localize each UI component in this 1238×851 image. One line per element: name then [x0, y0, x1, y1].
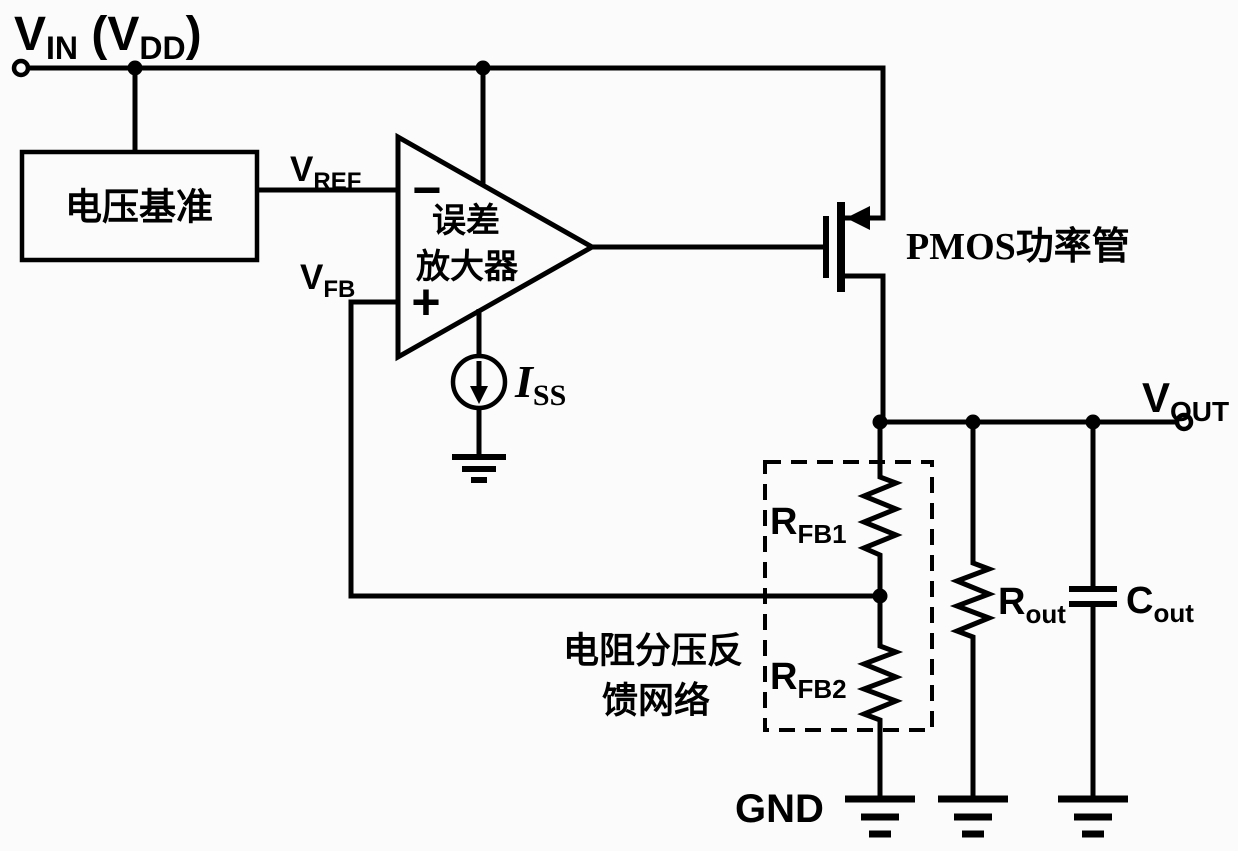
voltage-reference-label: 电压基准 — [65, 187, 213, 228]
rfb2-label: RFB2 — [770, 656, 847, 704]
feedback-network-label-line1: 电阻分压反 — [563, 630, 743, 671]
feedback-network-dashed-box — [763, 460, 934, 732]
junction-dot-vdd-ref — [127, 60, 143, 76]
ground-symbol-rout — [938, 799, 1008, 834]
vin-terminal — [11, 58, 31, 78]
pmos-drain-wire — [845, 273, 886, 422]
ground-symbol-cout — [1058, 799, 1128, 834]
vref-label: VREF — [290, 150, 361, 195]
vout-label: VOUT — [1142, 374, 1229, 427]
vin-label: VIN (VDD) — [14, 8, 202, 66]
feedback-loop-wire — [348, 299, 880, 599]
vout-terminal — [1174, 412, 1194, 432]
junction-dot-vout-drain — [872, 414, 888, 430]
rout-label: Rout — [998, 581, 1066, 629]
cout-label: Cout — [1126, 580, 1194, 628]
feedback-network-label-line2: 馈网络 — [602, 680, 710, 721]
vfb-label: VFB — [300, 258, 355, 303]
junction-dot-vdd-amp — [475, 60, 491, 76]
junction-dot-vout-rout — [965, 414, 981, 430]
rfb1-label: RFB1 — [770, 501, 847, 549]
amp-plus-input: + — [411, 274, 440, 330]
pmos-label: PMOS功率管 — [906, 226, 1130, 268]
amp-minus-input: − — [412, 162, 441, 218]
voltage-reference-box — [19, 149, 260, 263]
rout-resistor — [949, 420, 997, 799]
gnd-label: GND — [735, 787, 824, 831]
error-amp-label-line2: 放大器 — [416, 248, 519, 286]
rfb1-resistor — [857, 420, 903, 598]
ground-symbol-iss — [452, 457, 506, 480]
current-source-arrowhead-icon — [470, 386, 488, 404]
pmos-source-arrow-icon — [846, 206, 870, 230]
error-amp-label-line1: 误差 — [432, 202, 500, 240]
ground-symbol-rfb2 — [845, 799, 915, 834]
junction-dot-feedback-tap — [872, 588, 888, 604]
error-amplifier-triangle — [395, 132, 598, 362]
rfb2-resistor — [856, 594, 904, 799]
junction-dot-vout-cout — [1085, 414, 1101, 430]
iss-label: ISS — [514, 356, 566, 412]
